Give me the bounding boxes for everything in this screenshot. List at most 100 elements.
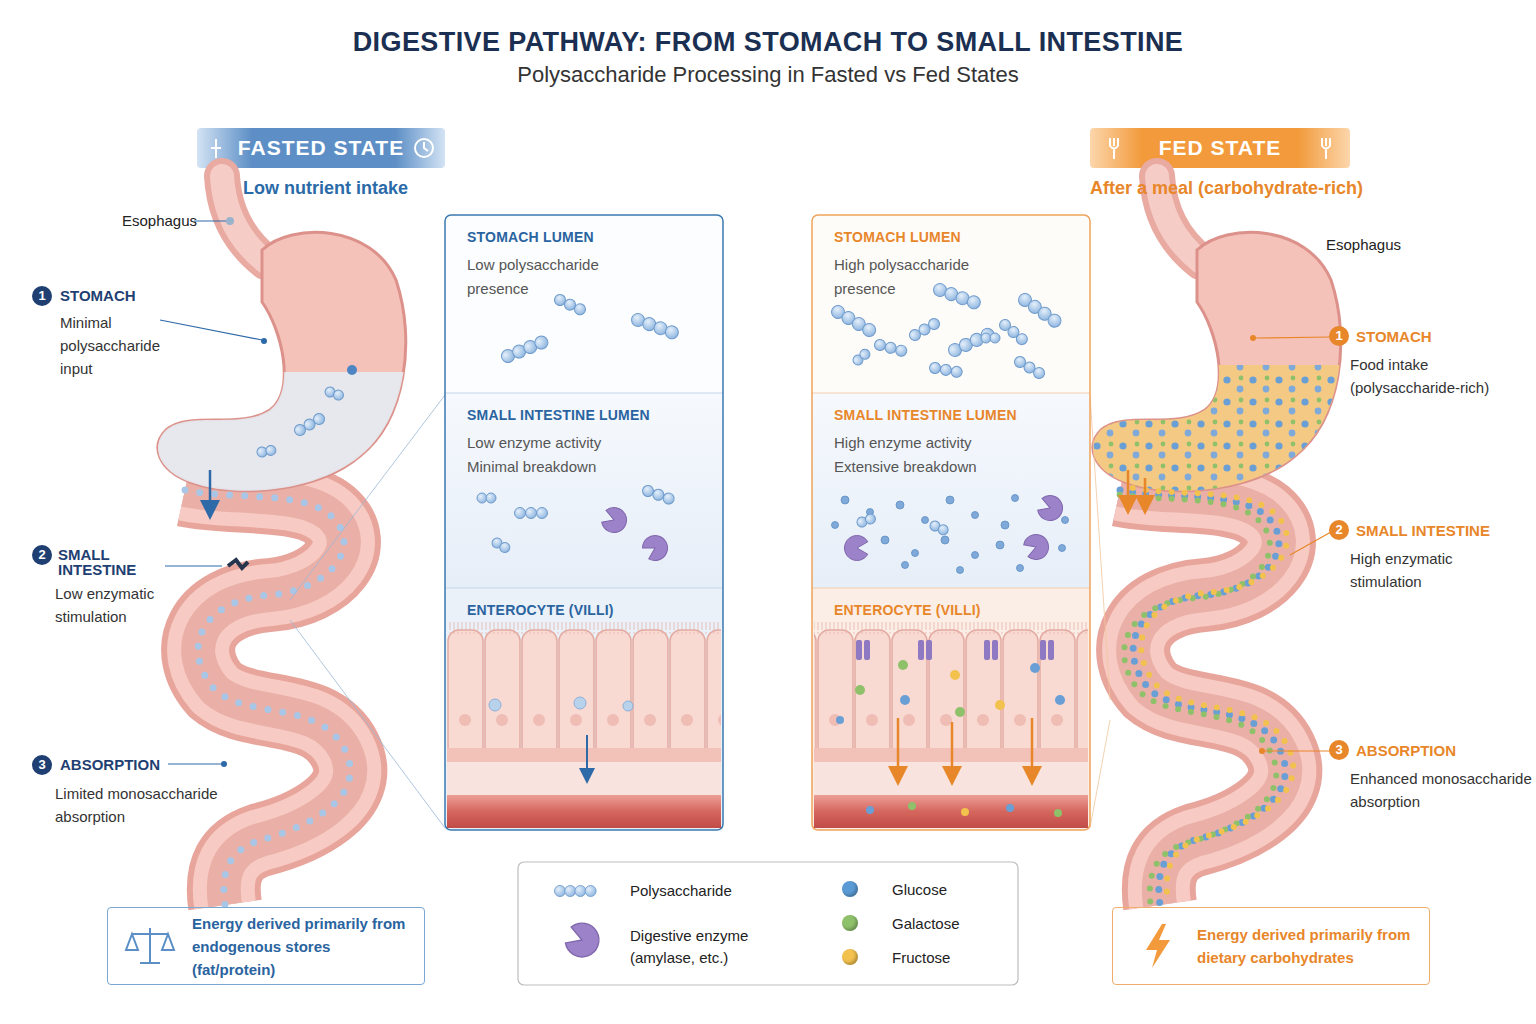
node-heading: Energy derived primarily from dietary ca… xyxy=(1197,923,1415,969)
node-body: Minimal breakdown xyxy=(467,455,701,479)
anatomy-fed-part xyxy=(1120,490,1285,905)
node-heading: Energy derived primarily from endogenous… xyxy=(192,912,410,981)
lumen-sugars-part xyxy=(922,517,929,524)
lumen-sugars-part xyxy=(902,562,909,569)
fed-panel-part xyxy=(856,513,877,529)
fed-panel-part xyxy=(812,215,1090,830)
anatomy-fed-part xyxy=(1111,493,1276,908)
lumen-section: SMALL INTESTINE LUMENLow enzyme activity… xyxy=(445,393,723,588)
state-note: After a meal (carbohydrate-rich) xyxy=(1090,178,1363,199)
leader-lines-part xyxy=(221,761,227,767)
fasted-panel-part xyxy=(447,795,721,828)
part-label: Esophagus xyxy=(1326,236,1401,253)
fasted-panel-part xyxy=(445,393,723,588)
callout-number: 1 xyxy=(32,286,52,306)
step-heading: STOMACH xyxy=(60,288,136,303)
state-band: FED STATE xyxy=(1090,128,1350,168)
fasted-panel-part xyxy=(445,588,723,830)
leader-lines-part xyxy=(290,395,445,600)
step-note: High enzymatic stimulation xyxy=(1350,547,1482,593)
fasted-panel xyxy=(445,215,723,830)
fasted-panel-part xyxy=(489,699,501,711)
node-heading: ENTEROCYTE (VILLI) xyxy=(467,602,701,618)
transporters-part xyxy=(992,640,998,660)
fed-panel-part xyxy=(929,362,963,379)
legend-frame-part xyxy=(563,919,604,961)
lumen-sugars-part xyxy=(972,552,979,559)
lumen-sugars-part xyxy=(996,541,1004,549)
fed-panel-part xyxy=(897,718,900,776)
step-heading: ABSORPTION xyxy=(60,757,160,772)
enterocyte-section: ENTEROCYTE (VILLI) xyxy=(445,588,723,830)
node-heading: FASTED STATE xyxy=(197,128,445,168)
leader-lines-part-part xyxy=(168,763,224,764)
leader-lines-part xyxy=(1255,337,1331,751)
fed-panel-part xyxy=(981,333,1000,343)
lumen-sugars-part xyxy=(972,512,979,519)
anatomy-fasted-part xyxy=(292,411,326,437)
note-text-wrap: Energy derived primarily from dietary ca… xyxy=(1197,923,1415,969)
lumen-sugars-part xyxy=(841,496,849,504)
fasted-panel-part xyxy=(490,536,511,554)
node-body: Extensive breakdown xyxy=(834,455,1068,479)
legend-text: Polysaccharide xyxy=(630,880,830,902)
part-label: Esophagus xyxy=(122,212,197,229)
band-icons-part xyxy=(211,147,221,149)
legend-text: Glucose xyxy=(892,879,1012,901)
cell-sugars-part xyxy=(898,660,908,670)
transporters-part xyxy=(926,640,932,660)
step-heading: ABSORPTION xyxy=(1356,743,1456,758)
fasted-panel-part xyxy=(447,622,721,634)
energy-icons-part xyxy=(126,928,174,963)
fasted-panel-part xyxy=(447,762,721,795)
callout-number: 3 xyxy=(32,755,52,775)
fed-panel-part xyxy=(812,215,1090,830)
legend-text: Digestive enzyme (amylase, etc.) xyxy=(630,925,770,969)
fasted-panel-part xyxy=(500,334,550,364)
anatomy-fed-part xyxy=(1093,176,1341,905)
note-text-wrap: Energy derived primarily from endogenous… xyxy=(192,912,410,981)
fasted-panel-part xyxy=(445,215,723,830)
cell-sugars-part xyxy=(955,707,965,717)
leader-lines-part-part xyxy=(194,220,229,221)
lumen-sugars-part xyxy=(946,496,954,504)
cell-sugars-part xyxy=(961,808,969,816)
anatomy-fasted-part xyxy=(347,365,357,375)
lumen-sugars-part xyxy=(941,536,949,544)
fed-panel-part xyxy=(1031,718,1034,776)
fed-panel-part xyxy=(1036,493,1066,524)
fasted-panel-part xyxy=(623,701,633,711)
legend-frame xyxy=(518,862,1018,985)
fasted-panel-part xyxy=(574,697,586,709)
fed-panel-part xyxy=(1016,291,1064,330)
cell-sugars-part xyxy=(866,806,874,814)
node-heading: STOMACH LUMEN xyxy=(467,229,701,245)
lumen-sugars-part xyxy=(1062,517,1069,524)
fasted-panel-part xyxy=(630,312,680,341)
leader-lines-part xyxy=(290,620,445,828)
transporters-part xyxy=(1048,640,1054,660)
step-heading: SMALL INTESTINE xyxy=(58,547,150,577)
fed-panel-part xyxy=(907,316,941,342)
cell-sugars-part xyxy=(855,685,865,695)
node-body: Low enzyme activity xyxy=(467,431,632,455)
energy-note-box: Energy derived primarily from dietary ca… xyxy=(1112,907,1430,985)
lumen-section: SMALL INTESTINE LUMENHigh enzyme activit… xyxy=(812,393,1090,588)
fasted-panel-part xyxy=(445,215,723,830)
step-heading: SMALL INTESTINE xyxy=(1356,523,1490,538)
step-note: Limited monosaccharide absorption xyxy=(55,782,235,828)
fasted-panel-part xyxy=(600,505,630,536)
transporters-part xyxy=(984,640,990,660)
lumen-sugars xyxy=(832,495,1069,574)
anatomy-fed-part xyxy=(1075,365,1355,515)
node-heading: FED STATE xyxy=(1090,128,1350,168)
anatomy-fasted-part xyxy=(209,470,212,510)
fasted-panel-part xyxy=(447,622,721,750)
lumen-sugars-part xyxy=(957,567,964,574)
leader-lines-part xyxy=(1090,395,1110,700)
cell-sugars-part xyxy=(836,716,844,724)
lumen-section: STOMACH LUMENLow polysaccharide presence xyxy=(445,215,723,393)
energy-icons-part-part xyxy=(140,962,160,964)
lumen-sugars-part xyxy=(1012,495,1019,502)
